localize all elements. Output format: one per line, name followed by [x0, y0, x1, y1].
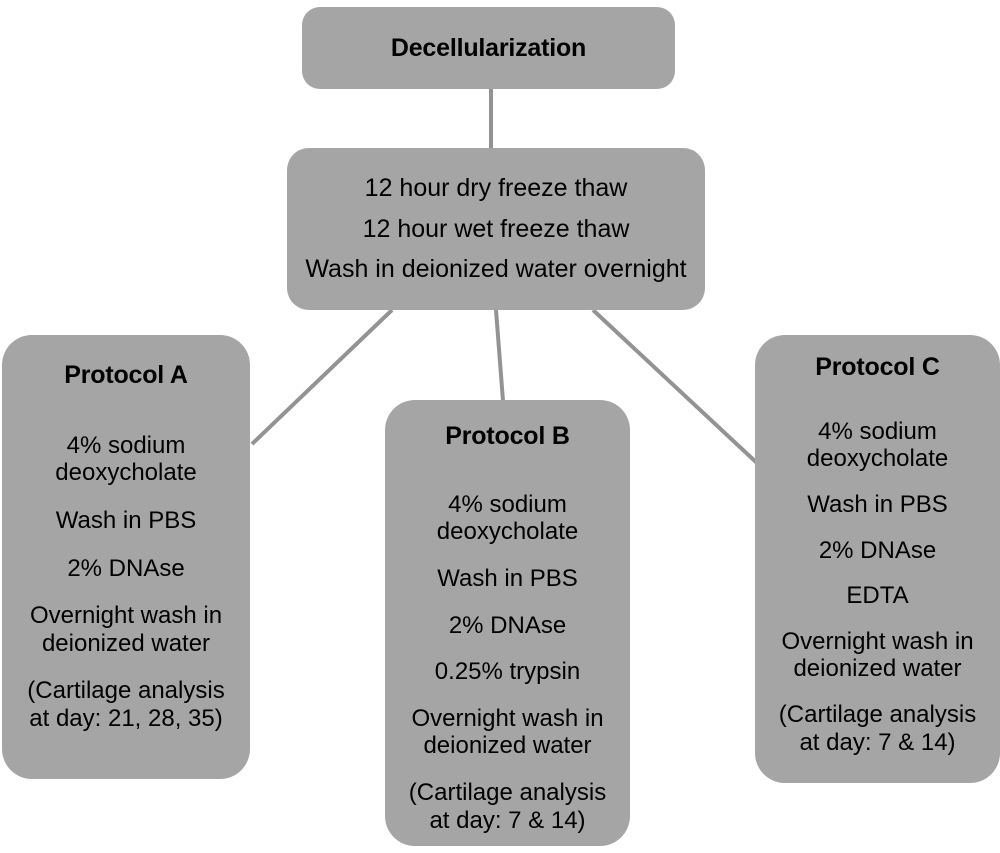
- protocol-c-steps: 4% sodium deoxycholate Wash in PBS 2% DN…: [765, 418, 990, 774]
- freeze-thaw-line-1: 12 hour dry freeze thaw: [364, 173, 628, 202]
- node-protocol-a[interactable]: Protocol A 4% sodium deoxycholate Wash i…: [2, 335, 250, 779]
- protocol-a-step-4: Overnight wash in deionized water: [29, 602, 223, 657]
- protocol-c-step-1: 4% sodium deoxycholate: [806, 417, 949, 473]
- protocol-a-title: Protocol A: [64, 361, 188, 389]
- node-decellularization[interactable]: Decellularization: [302, 7, 675, 89]
- protocol-c-step-6: (Cartilage analysis at day: 7 & 14): [778, 700, 977, 756]
- protocol-b-step-3: 2% DNAse: [448, 611, 567, 639]
- protocol-a-step-5: (Cartilage analysis at day: 21, 28, 35): [27, 677, 225, 732]
- node-protocol-b[interactable]: Protocol B 4% sodium deoxycholate Wash i…: [385, 400, 630, 846]
- node-freeze-thaw[interactable]: 12 hour dry freeze thaw 12 hour wet free…: [287, 148, 705, 310]
- protocol-c-step-5: Overnight wash in deionized water: [781, 627, 974, 683]
- connector-freeze-thaw-to-protocol-b: [494, 309, 505, 402]
- protocol-a-step-3: 2% DNAse: [67, 554, 185, 582]
- protocol-c-step-2: Wash in PBS: [807, 490, 948, 518]
- protocol-c-title: Protocol C: [815, 353, 940, 381]
- protocol-a-steps: 4% sodium deoxycholate Wash in PBS 2% DN…: [12, 432, 240, 753]
- connector-freeze-thaw-to-protocol-a: [250, 308, 394, 446]
- freeze-thaw-line-2: 12 hour wet freeze thaw: [362, 214, 630, 243]
- protocol-b-step-4: 0.25% trypsin: [434, 658, 581, 686]
- protocol-c-step-4: EDTA: [846, 582, 909, 610]
- freeze-thaw-line-3: Wash in deionized water overnight: [305, 255, 687, 284]
- protocol-a-step-2: Wash in PBS: [55, 506, 197, 534]
- protocol-a-step-1: 4% sodium deoxycholate: [55, 431, 197, 487]
- protocol-b-steps: 4% sodium deoxycholate Wash in PBS 2% DN…: [395, 491, 620, 853]
- node-protocol-c[interactable]: Protocol C 4% sodium deoxycholate Wash i…: [755, 335, 1000, 783]
- protocol-b-step-5: Overnight wash in deionized water: [411, 704, 604, 760]
- protocol-b-title: Protocol B: [445, 422, 570, 450]
- protocol-b-step-2: Wash in PBS: [437, 564, 578, 592]
- protocol-c-step-3: 2% DNAse: [818, 536, 937, 564]
- protocol-b-step-1: 4% sodium deoxycholate: [436, 490, 579, 546]
- node-decellularization-title: Decellularization: [390, 33, 587, 62]
- protocol-b-step-6: (Cartilage analysis at day: 7 & 14): [408, 778, 607, 834]
